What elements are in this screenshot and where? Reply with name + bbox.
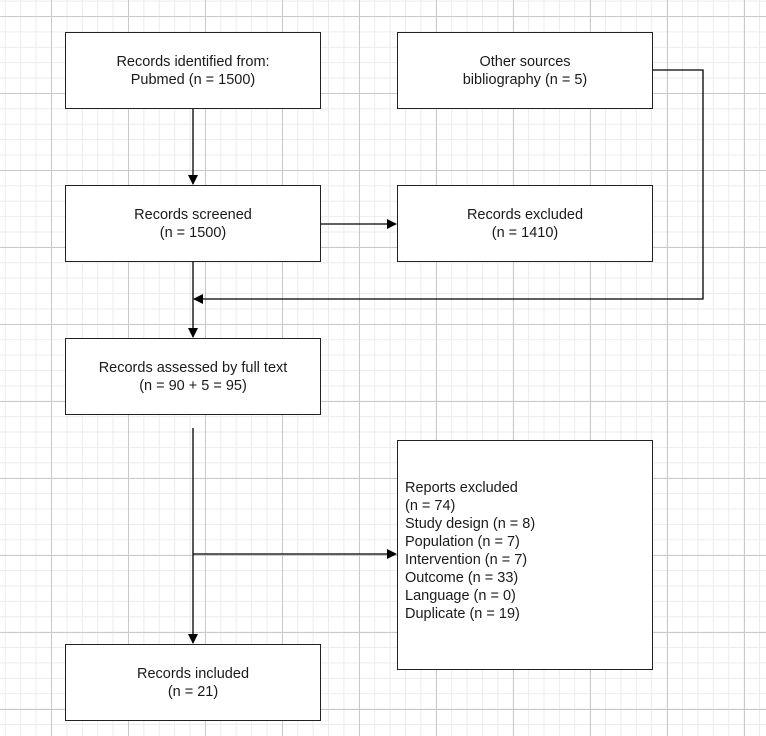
box-records-assessed: Records assessed by full text (n = 90 + …	[65, 338, 321, 415]
reason-study-design: Study design (n = 8)	[405, 516, 536, 532]
box-records-excluded-line1: Records excluded	[466, 206, 584, 223]
box-records-included-line2: (n = 21)	[167, 683, 219, 700]
reason-population: Population (n = 7)	[405, 534, 520, 550]
box-records-identified: Records identified from: Pubmed (n = 150…	[65, 32, 321, 109]
box-records-assessed-line1: Records assessed by full text	[98, 359, 288, 376]
box-records-excluded: Records excluded (n = 1410)	[397, 185, 653, 262]
box-reports-excluded: Reports excluded (n = 74) Study design (…	[397, 440, 653, 670]
reports-excluded-title: Reports excluded	[405, 480, 518, 496]
box-other-sources-line1: Other sources	[479, 53, 571, 70]
box-other-sources: Other sources bibliography (n = 5)	[397, 32, 653, 109]
box-records-screened-line1: Records screened	[134, 206, 252, 223]
reason-intervention: Intervention (n = 7)	[405, 552, 528, 568]
reason-duplicate: Duplicate (n = 19)	[405, 606, 520, 622]
reports-excluded-total: (n = 74)	[405, 498, 456, 514]
box-other-sources-line2: bibliography (n = 5)	[462, 71, 588, 88]
box-records-screened-line2: (n = 1500)	[159, 224, 227, 241]
box-records-assessed-line2: (n = 90 + 5 = 95)	[139, 377, 247, 394]
box-records-included-line1: Records included	[136, 665, 250, 682]
reason-language: Language (n = 0)	[405, 588, 516, 604]
box-records-included: Records included (n = 21)	[65, 644, 321, 721]
box-records-excluded-line2: (n = 1410)	[491, 224, 559, 241]
reason-outcome: Outcome (n = 33)	[405, 570, 519, 586]
box-records-identified-line2: Pubmed (n = 1500)	[130, 71, 256, 88]
arrow-other-sources-to-merge	[193, 69, 704, 304]
box-records-screened: Records screened (n = 1500)	[65, 185, 321, 262]
box-records-identified-line1: Records identified from:	[116, 53, 270, 70]
